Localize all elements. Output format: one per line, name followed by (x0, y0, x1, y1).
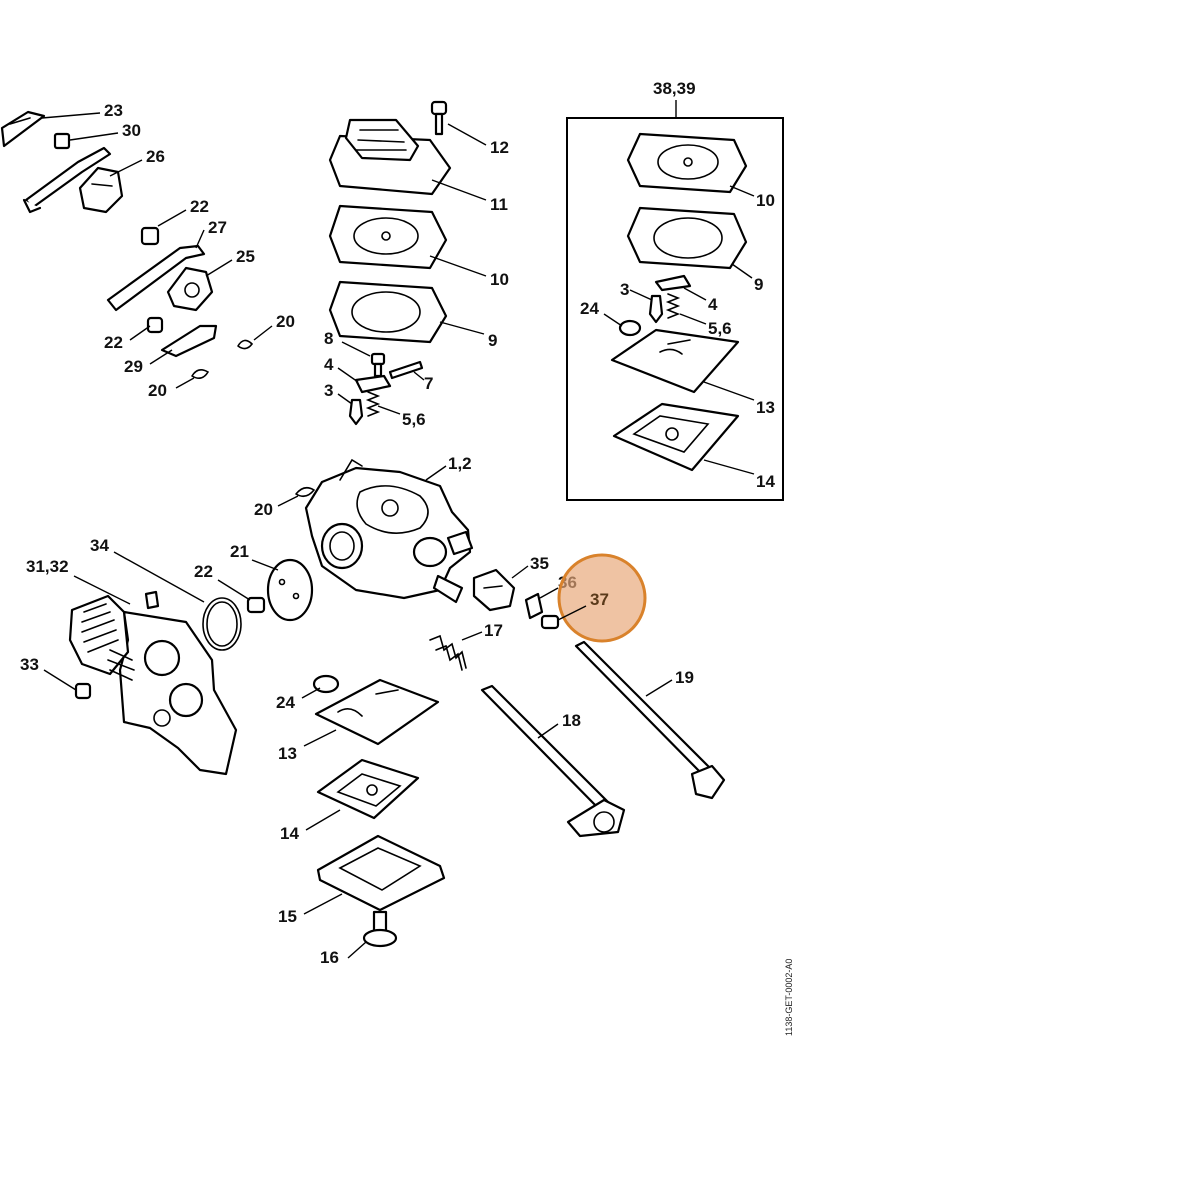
label-20-b: 20 (148, 381, 167, 400)
part-56-spring (365, 391, 381, 417)
part-29-plate (160, 324, 218, 358)
part-13-plate (314, 678, 440, 746)
kit-label-14: 14 (756, 472, 775, 491)
label-1-2: 1,2 (448, 454, 472, 473)
kit-part-4-lever (654, 274, 692, 292)
label-18: 18 (562, 711, 581, 730)
part-33-screw (74, 682, 92, 700)
label-35: 35 (530, 554, 549, 573)
label-12: 12 (490, 138, 509, 157)
label-23: 23 (104, 101, 123, 120)
part-22-screw-c (246, 596, 266, 614)
part-9-gasket (328, 280, 448, 344)
kit-part-9-gasket (626, 206, 748, 270)
kit-label-13: 13 (756, 398, 775, 417)
label-20-a: 20 (276, 312, 295, 331)
part-17-spring (429, 634, 467, 671)
part-16-screw (362, 910, 398, 948)
part-15-cover (316, 834, 446, 912)
kit-part-24-screen (618, 319, 642, 337)
label-22-c: 22 (194, 562, 213, 581)
label-3: 3 (324, 381, 333, 400)
part-26-cam (78, 166, 124, 214)
label-37: 37 (590, 590, 609, 609)
highlight-part-37[interactable] (557, 553, 647, 643)
label-16: 16 (320, 948, 339, 967)
label-30: 30 (122, 121, 141, 140)
kit-label-10: 10 (756, 191, 775, 210)
part-23-clip (0, 110, 46, 148)
label-22-b: 22 (104, 333, 123, 352)
label-33: 33 (20, 655, 39, 674)
part-10-diaphragm (328, 204, 448, 270)
label-25: 25 (236, 247, 255, 266)
kit-part-14-gasket (612, 402, 740, 472)
part-35-fitting (472, 568, 516, 612)
label-19: 19 (675, 668, 694, 687)
label-8: 8 (324, 329, 333, 348)
kit-label-5-6: 5,6 (708, 319, 732, 338)
part-14-gasket (316, 758, 420, 820)
part-37-screw (540, 614, 560, 630)
kit-part-3-needle (648, 294, 664, 324)
label-7: 7 (424, 374, 433, 393)
kit-part-56-spring (665, 293, 681, 319)
part-3-needle (348, 398, 364, 426)
label-27: 27 (208, 218, 227, 237)
part-25-cam (166, 266, 214, 312)
part-8-screw (370, 352, 386, 378)
part-30-lever (22, 132, 112, 214)
part-21-valve-disc (266, 558, 314, 622)
part-12-screw (430, 100, 448, 136)
part-22-screw-b (146, 316, 164, 334)
label-17: 17 (484, 621, 503, 640)
label-10: 10 (490, 270, 509, 289)
kit-part-13-plate (610, 328, 740, 394)
label-31-32: 31,32 (26, 557, 69, 576)
label-22-a: 22 (190, 197, 209, 216)
part-11-cover (328, 118, 452, 196)
part-19-shaft (574, 640, 726, 800)
part-4-lever (354, 374, 392, 394)
part-22-screw-a (140, 226, 160, 246)
label-4: 4 (324, 355, 334, 374)
label-11: 11 (490, 195, 508, 214)
kit-label-4: 4 (708, 295, 718, 314)
repair-kit-box (566, 117, 784, 501)
label-13: 13 (278, 744, 297, 763)
label-15: 15 (278, 907, 297, 926)
part-31-32-throttle-plate (68, 590, 238, 776)
label-21: 21 (230, 542, 249, 561)
kit-label-9: 9 (754, 275, 763, 294)
kit-label-24: 24 (580, 299, 599, 318)
part-18-shaft (480, 684, 626, 838)
label-24: 24 (276, 693, 295, 712)
part-1-2-carburetor-body (304, 458, 474, 604)
label-20-c: 20 (254, 500, 273, 519)
label-34: 34 (90, 536, 109, 555)
label-9: 9 (488, 331, 497, 350)
part-20-clip-a (237, 339, 254, 350)
part-7-pin (388, 360, 424, 380)
part-34-oring (202, 597, 242, 651)
drawing-id: 1138-GET-0002-A0 (784, 959, 794, 1036)
kit-label-3: 3 (620, 280, 629, 299)
part-27-rod (106, 244, 206, 312)
part-20-clip-c (295, 486, 316, 498)
label-26: 26 (146, 147, 165, 166)
kit-part-10-diaphragm (626, 132, 748, 194)
part-36-clip (524, 592, 544, 620)
label-5-6: 5,6 (402, 410, 426, 429)
part-20-clip-b (191, 368, 210, 380)
label-14: 14 (280, 824, 299, 843)
label-29: 29 (124, 357, 143, 376)
label-kit-38-39: 38,39 (653, 79, 696, 98)
